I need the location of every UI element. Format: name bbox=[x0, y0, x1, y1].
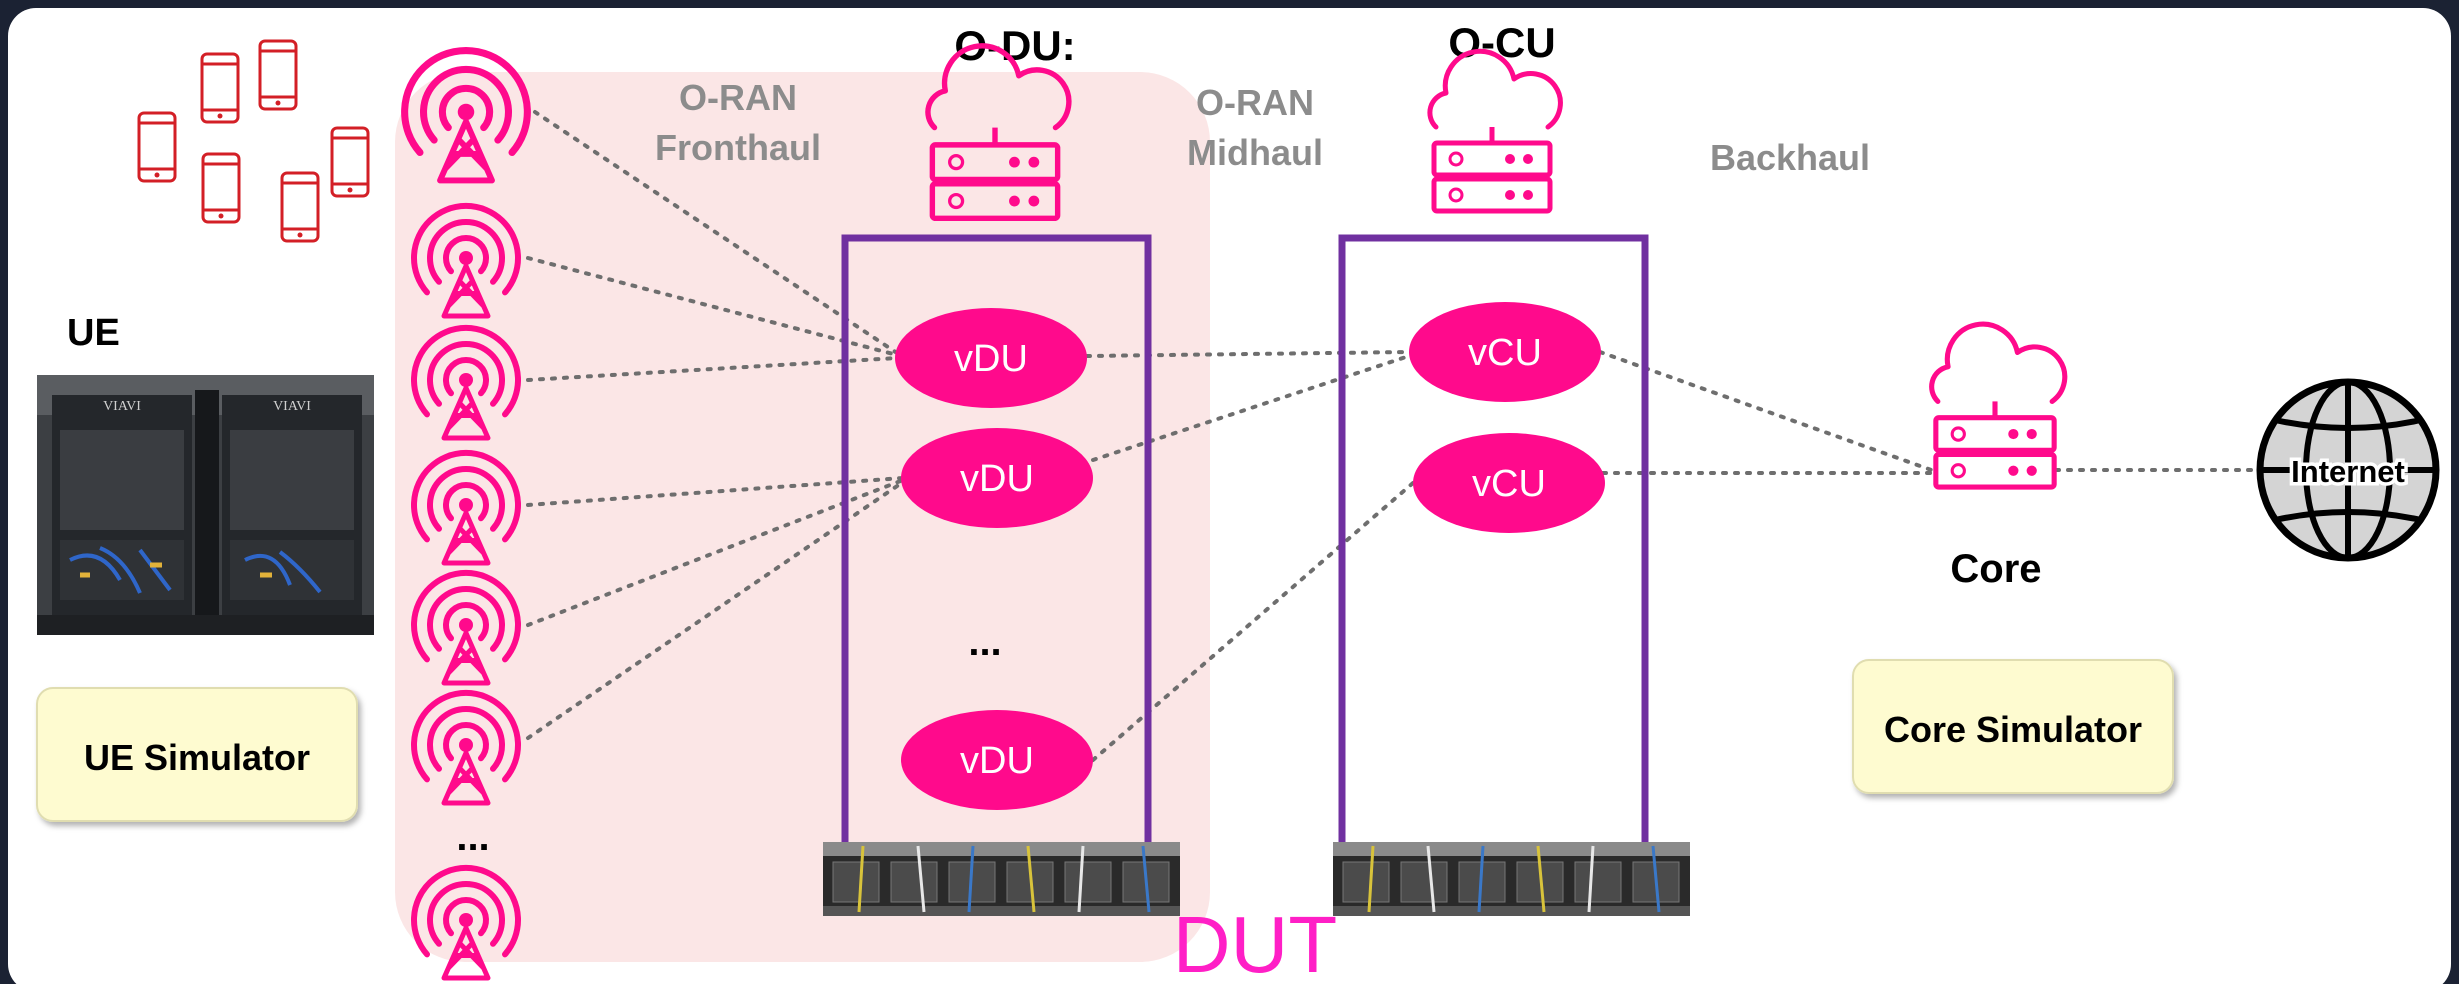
ue-simulator-label: UE Simulator bbox=[84, 737, 310, 778]
connector-line bbox=[526, 480, 905, 740]
cloud-server-icon bbox=[925, 43, 1072, 222]
vdu-node: vDU bbox=[901, 428, 1093, 528]
rack-brand-left: VIAVI bbox=[103, 399, 141, 414]
fronthaul-label-line2: Fronthaul bbox=[655, 127, 821, 168]
vcu-node: vCU bbox=[1413, 433, 1605, 533]
cell-tower-icon bbox=[411, 689, 521, 806]
ue-label: UE bbox=[67, 312, 120, 354]
phone-icon bbox=[201, 152, 241, 224]
fronthaul-label-line1: O-RAN bbox=[679, 77, 797, 118]
midhaul-label-line2: Midhaul bbox=[1187, 132, 1323, 173]
vcu-label: vCU bbox=[1472, 463, 1546, 505]
vdu-node: vDU bbox=[901, 710, 1093, 810]
phone-icon bbox=[280, 171, 320, 243]
cell-tower-icon bbox=[411, 449, 521, 566]
vcu-node: vCU bbox=[1409, 302, 1601, 402]
connector-line bbox=[526, 476, 905, 507]
cloud-server-icon bbox=[1427, 48, 1563, 214]
phone-icon bbox=[200, 52, 240, 124]
phone-icon bbox=[330, 126, 370, 198]
cell-tower-icon bbox=[411, 202, 521, 319]
vdu-node: vDU bbox=[895, 308, 1087, 408]
ue-phones-group bbox=[137, 39, 370, 243]
rack-brand-right: VIAVI bbox=[273, 399, 311, 414]
backhaul-label: Backhaul bbox=[1710, 137, 1870, 178]
server-photos bbox=[823, 842, 1690, 916]
cell-tower-icon bbox=[411, 864, 521, 981]
globe-icon: Internet bbox=[2256, 378, 2440, 562]
core-simulator-label: Core Simulator bbox=[1884, 709, 2142, 750]
connector-line bbox=[1598, 350, 1939, 474]
dut-label: DUT bbox=[1173, 900, 1337, 984]
phone-icon bbox=[258, 39, 298, 111]
core-label: Core bbox=[1950, 547, 2041, 591]
function-nodes: vDU vDU vDU vCU vCU bbox=[895, 302, 1605, 810]
tower-ellipsis: ... bbox=[456, 815, 489, 859]
vcu-label: vCU bbox=[1468, 332, 1542, 374]
cloud-server-icons bbox=[925, 43, 2068, 490]
ue-simulator-box: UE Simulator bbox=[36, 687, 358, 822]
server-photo bbox=[823, 842, 1180, 916]
cell-tower-icon bbox=[401, 47, 531, 184]
connector-lines bbox=[526, 110, 2264, 762]
connector-line bbox=[533, 110, 899, 355]
cell-tower-icon bbox=[411, 569, 521, 686]
vdu-label: vDU bbox=[954, 338, 1028, 380]
vdu-label: vDU bbox=[960, 458, 1034, 500]
vdu-label: vDU bbox=[960, 740, 1034, 782]
core-simulator-box: Core Simulator bbox=[1852, 659, 2174, 794]
phone-icon bbox=[137, 111, 177, 183]
connector-line bbox=[526, 356, 899, 382]
internet-label: Internet bbox=[2291, 454, 2405, 489]
connector-line bbox=[526, 478, 905, 627]
midhaul-label-line1: O-RAN bbox=[1196, 82, 1314, 123]
odu-ellipsis: ... bbox=[968, 620, 1001, 664]
cell-tower-column bbox=[401, 47, 531, 981]
ue-rack-photo: VIAVI VIAVI bbox=[37, 375, 374, 635]
connector-line bbox=[526, 256, 899, 357]
connector-line bbox=[1091, 353, 1414, 462]
cloud-server-icon bbox=[1929, 321, 2068, 490]
cell-tower-icon bbox=[411, 324, 521, 441]
server-photo bbox=[1333, 842, 1690, 916]
